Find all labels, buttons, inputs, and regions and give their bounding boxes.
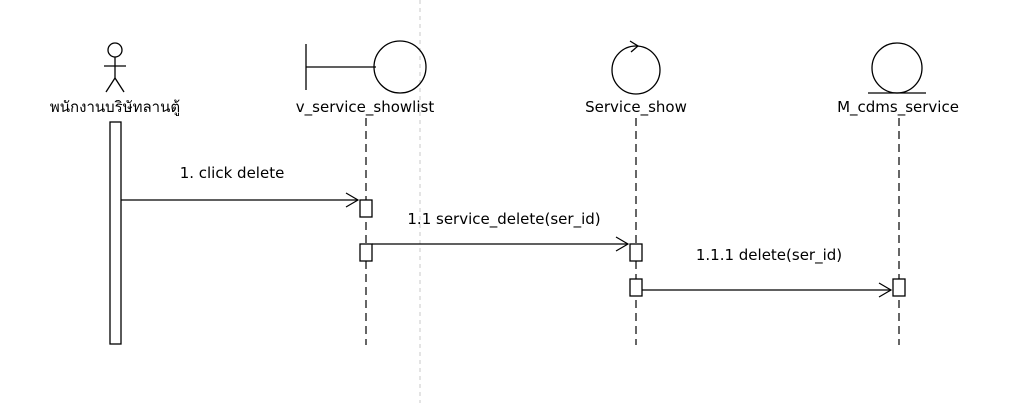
control-icon: [611, 40, 661, 95]
message-1-label: 1. click delete: [180, 164, 285, 182]
entity-icon: [868, 42, 926, 94]
message-2-label: 1.1 service_delete(ser_id): [407, 210, 600, 229]
message-3-arrowhead-icon: [878, 282, 893, 298]
participant-control[interactable]: Service_show: [585, 40, 687, 345]
entity-label: M_cdms_service: [837, 98, 959, 117]
message-2-arrowhead-icon: [615, 236, 630, 252]
entity-activation: [892, 278, 906, 297]
message-3[interactable]: 1.1.1 delete(ser_id): [642, 246, 893, 298]
message-2[interactable]: 1.1 service_delete(ser_id): [372, 210, 630, 252]
participant-boundary[interactable]: v_service_showlist: [296, 40, 435, 345]
boundary-activation-2: [359, 243, 373, 262]
actor-stick-figure-icon: [104, 42, 126, 93]
participant-actor[interactable]: พนักงานบริษัทลานตู้: [50, 42, 180, 345]
message-3-label: 1.1.1 delete(ser_id): [696, 246, 842, 265]
message-1-arrowhead-icon: [345, 192, 360, 208]
boundary-label: v_service_showlist: [296, 98, 435, 117]
control-activation-1: [629, 243, 643, 262]
participant-entity[interactable]: M_cdms_service: [837, 42, 959, 345]
boundary-icon: [305, 40, 427, 94]
control-label: Service_show: [585, 98, 687, 117]
message-1[interactable]: 1. click delete: [121, 164, 360, 208]
actor-activation-bar: [109, 121, 122, 345]
control-activation-2: [629, 278, 643, 297]
actor-label: พนักงานบริษัทลานตู้: [50, 98, 180, 116]
boundary-activation-1: [359, 199, 373, 218]
